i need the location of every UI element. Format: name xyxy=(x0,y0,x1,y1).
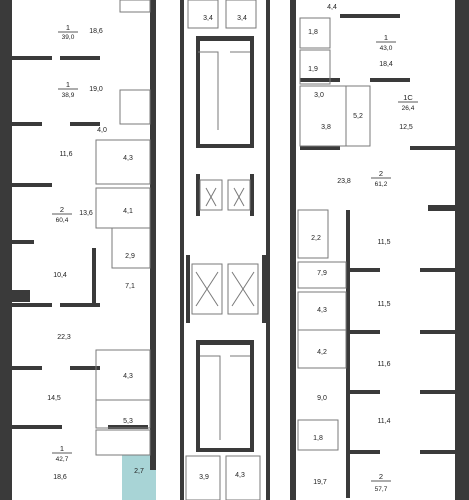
svg-text:1: 1 xyxy=(66,23,70,32)
room-label: 11,6 xyxy=(59,151,72,158)
room-label: 11,5 xyxy=(377,239,390,246)
apartment-badge-left-2[interactable]: 1 38,9 xyxy=(58,80,78,99)
room-label: 3,9 xyxy=(199,474,209,481)
apartment-badge-right-4[interactable]: 2 57,7 xyxy=(371,472,391,493)
room-label: 2,2 xyxy=(311,235,321,242)
svg-text:26,4: 26,4 xyxy=(402,105,415,112)
room-label: 23,8 xyxy=(337,178,351,185)
room-label: 1,8 xyxy=(313,435,323,442)
svg-text:1: 1 xyxy=(66,80,70,89)
apartment-badge-right-1[interactable]: 1 43,0 xyxy=(376,33,396,52)
room-label: 13,6 xyxy=(79,210,93,217)
room-label: 5,3 xyxy=(123,418,133,425)
room-label: 4,2 xyxy=(317,349,327,356)
room-label: 4,1 xyxy=(123,208,133,215)
room-labels: 18,6 19,0 4,0 11,6 4,3 13,6 4,1 2,9 10,4… xyxy=(47,4,413,486)
room-label: 14,5 xyxy=(47,395,61,402)
apartment-badge-right-3[interactable]: 2 61,2 xyxy=(371,169,391,188)
svg-text:43,0: 43,0 xyxy=(380,45,393,52)
svg-text:2: 2 xyxy=(60,205,64,214)
room-label: 1,9 xyxy=(308,66,318,73)
room-label: 4,3 xyxy=(317,307,327,314)
svg-text:1: 1 xyxy=(384,33,388,42)
room-label: 4,0 xyxy=(97,127,107,134)
apartment-badge-left-4[interactable]: 1 42,7 xyxy=(52,444,72,463)
svg-text:2: 2 xyxy=(379,472,383,481)
room-label: 22,3 xyxy=(57,334,71,341)
room-label: 3,4 xyxy=(237,15,247,22)
room-label: 11,6 xyxy=(377,361,390,368)
room-label: 4,3 xyxy=(123,373,133,380)
room-label: 2,7 xyxy=(134,468,144,475)
room-label: 1,8 xyxy=(308,29,318,36)
room-label: 4,3 xyxy=(123,155,133,162)
room-label: 2,9 xyxy=(125,253,135,260)
svg-text:2: 2 xyxy=(379,169,383,178)
svg-text:39,0: 39,0 xyxy=(62,34,75,41)
room-label: 18,4 xyxy=(379,61,393,68)
room-label: 10,4 xyxy=(53,272,67,279)
svg-text:1: 1 xyxy=(60,444,64,453)
apartment-badge-right-2[interactable]: 1С 26,4 xyxy=(398,93,418,112)
room-label: 18,6 xyxy=(89,28,103,35)
room-label: 7,9 xyxy=(317,270,327,277)
svg-text:1С: 1С xyxy=(403,93,413,102)
apartment-badge-left-3[interactable]: 2 60,4 xyxy=(52,205,72,224)
room-label: 3,4 xyxy=(203,15,213,22)
room-label: 9,0 xyxy=(317,395,327,402)
room-label: 5,2 xyxy=(353,113,363,120)
svg-text:60,4: 60,4 xyxy=(56,217,69,224)
room-label: 12,5 xyxy=(399,124,413,131)
room-label: 11,5 xyxy=(377,301,390,308)
room-label: 4,3 xyxy=(235,472,245,479)
room-label: 4,4 xyxy=(327,4,337,11)
apartment-badge-left-1[interactable]: 1 39,0 xyxy=(58,23,78,41)
svg-text:38,9: 38,9 xyxy=(62,92,75,99)
svg-text:57,7: 57,7 xyxy=(375,486,388,493)
partitions xyxy=(95,0,371,500)
room-label: 7,1 xyxy=(125,283,135,290)
room-label: 19,0 xyxy=(89,86,103,93)
room-label: 18,6 xyxy=(53,474,67,481)
room-label: 3,0 xyxy=(314,92,324,99)
room-label: 3,8 xyxy=(321,124,331,131)
svg-text:42,7: 42,7 xyxy=(56,456,69,463)
svg-text:61,2: 61,2 xyxy=(375,181,388,188)
room-label: 11,4 xyxy=(377,418,390,425)
room-label: 19,7 xyxy=(313,479,327,486)
